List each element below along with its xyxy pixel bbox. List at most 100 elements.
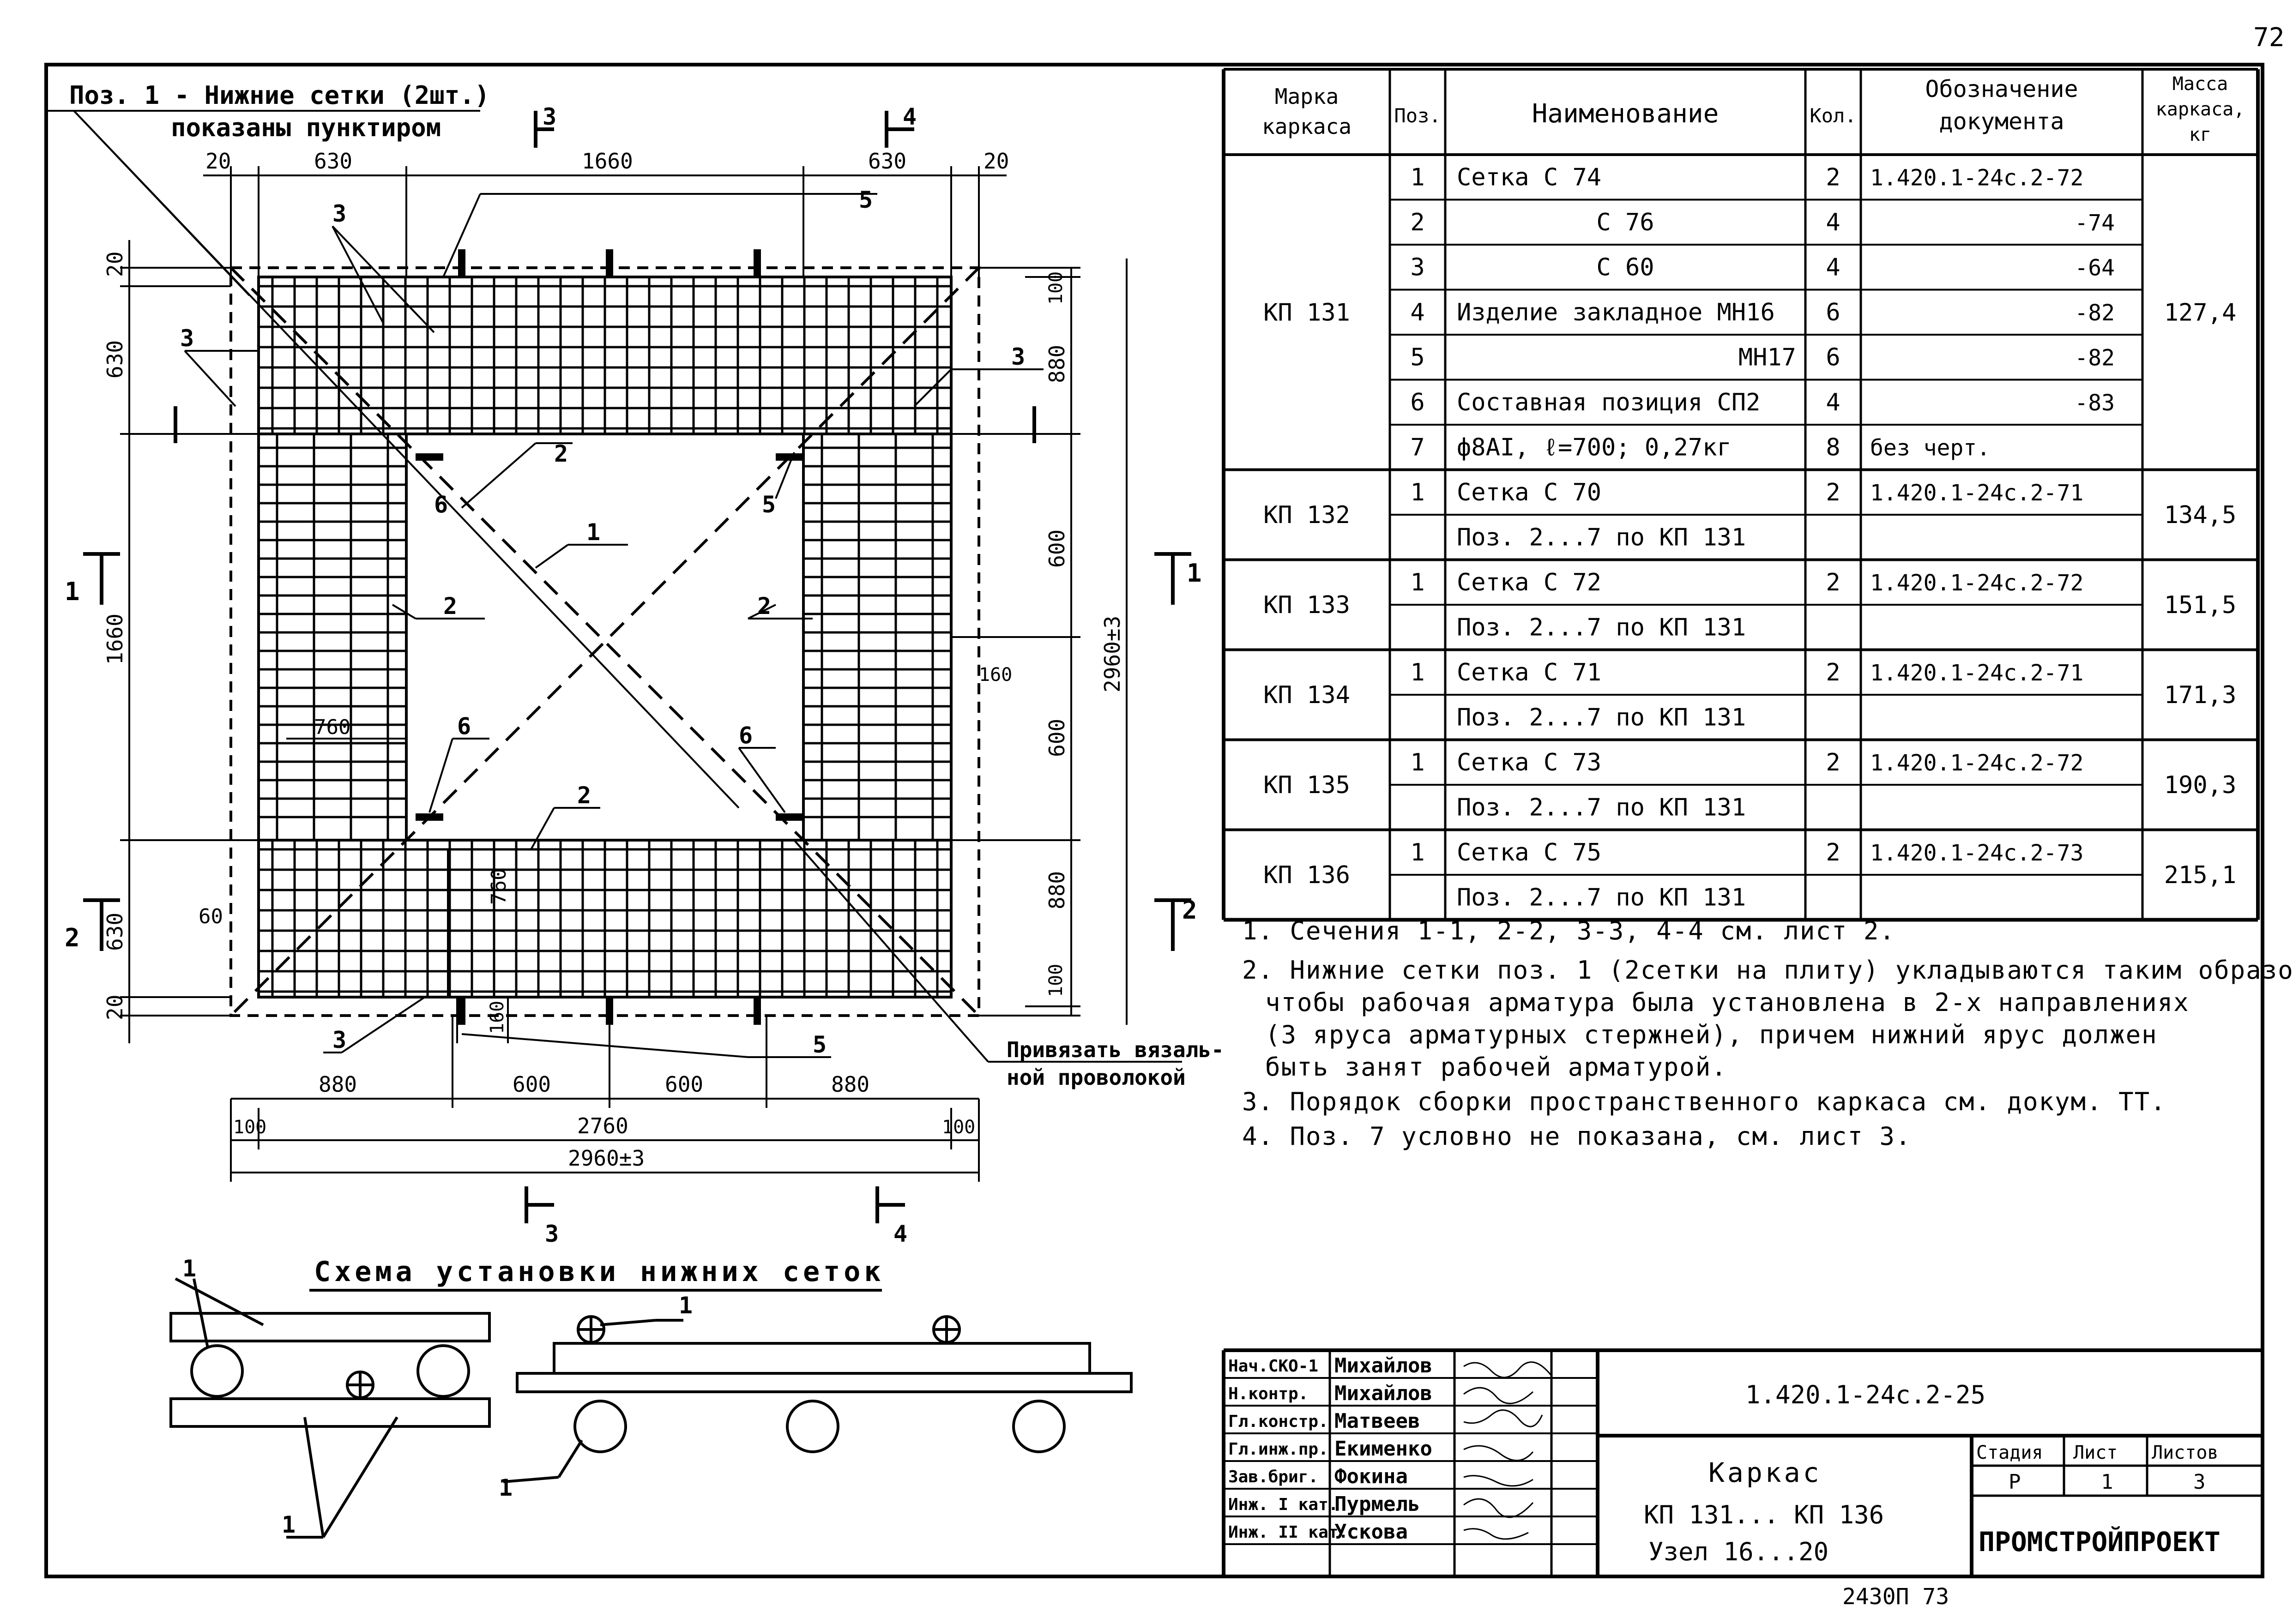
scheme-label: 1 bbox=[182, 1255, 196, 1282]
header-mass: каркаса, bbox=[2156, 99, 2245, 120]
spec-pos-cell: 1 bbox=[1410, 479, 1424, 506]
note-line: 4. Поз. 7 условно не показана, см. лист … bbox=[1242, 1122, 1911, 1151]
spec-name-cell: Сетка С 72 bbox=[1457, 569, 1601, 596]
callout-number: 1 bbox=[586, 519, 600, 546]
spec-name-cell: Поз. 2...7 по КП 131 bbox=[1457, 794, 1746, 821]
dim-bottom-mid-1: 2760 bbox=[577, 1113, 628, 1138]
spec-name-cell: Сетка С 75 bbox=[1457, 839, 1601, 866]
section-label: 2 bbox=[65, 923, 80, 952]
spec-doc-cell: -82 bbox=[2075, 300, 2115, 326]
callout-title-2: показаны пунктиром bbox=[171, 113, 441, 142]
dim-bottom-0: 880 bbox=[319, 1072, 357, 1097]
dim-top-2: 1660 bbox=[582, 149, 633, 174]
dimension-lines bbox=[120, 166, 1128, 1182]
spec-pos-cell: 2 bbox=[1410, 209, 1424, 236]
doc-code: 1.420.1-24с.2-25 bbox=[1745, 1380, 1985, 1409]
spec-qty-cell: 4 bbox=[1826, 389, 1840, 416]
note-line: 1. Сечения 1-1, 2-2, 3-3, 4-4 см. лист 2… bbox=[1242, 916, 1895, 945]
spec-mass-cell: 151,5 bbox=[2164, 591, 2237, 619]
signer-role: Гл.констр. bbox=[1228, 1412, 1328, 1431]
section-label: 4 bbox=[903, 103, 917, 130]
stage-label: Стадия bbox=[1976, 1442, 2043, 1463]
callout-number: 6 bbox=[739, 722, 753, 749]
reinforcement-plan: Поз. 1 - Нижние сетки (2шт.) показаны пу… bbox=[46, 81, 1224, 1247]
dim-left-3: 630 bbox=[103, 913, 127, 951]
general-notes: 1. Сечения 1-1, 2-2, 3-3, 4-4 см. лист 2… bbox=[1242, 916, 2293, 1151]
installation-scheme: Схема установки нижних сеток bbox=[169, 1255, 1133, 1539]
spec-doc-cell: 1.420.1-24с.2-73 bbox=[1870, 840, 2083, 866]
sheet-frame bbox=[44, 63, 2264, 1578]
signer-role: Инж. II кат. bbox=[1228, 1523, 1348, 1542]
spec-pos-cell: 6 bbox=[1410, 389, 1424, 416]
callout-number: 3 bbox=[1011, 343, 1025, 370]
header-mark: каркаса bbox=[1262, 114, 1352, 139]
signer-role: Зав.бриг. bbox=[1228, 1468, 1318, 1486]
signer-name: Екименко bbox=[1334, 1437, 1432, 1461]
section-label: 2 bbox=[1182, 896, 1197, 925]
spec-mass-cell: 127,4 bbox=[2164, 299, 2237, 326]
spec-name-cell: С 76 bbox=[1596, 209, 1654, 236]
callout-number: 5 bbox=[813, 1031, 827, 1058]
spec-name-cell: Поз. 2...7 по КП 131 bbox=[1457, 884, 1746, 911]
spec-mark-cell: КП 131 bbox=[1263, 299, 1350, 326]
signer-role: Н.контр. bbox=[1228, 1384, 1308, 1403]
spec-name-cell: С 60 bbox=[1596, 253, 1654, 281]
spec-pos-cell: 1 bbox=[1410, 569, 1424, 596]
callout-number: 3 bbox=[332, 1027, 346, 1053]
dim-right-3: 600 bbox=[1044, 719, 1069, 757]
dim-bottom-1: 600 bbox=[513, 1072, 551, 1097]
section-label: 3 bbox=[543, 103, 556, 130]
spec-name-cell: МН17 bbox=[1738, 343, 1796, 371]
note-line: (3 яруса арматурных стержней), причем ни… bbox=[1265, 1020, 2158, 1049]
spec-mass-cell: 171,3 bbox=[2164, 681, 2237, 709]
header-doc: Обозначение bbox=[1925, 76, 2078, 102]
callout-number: 2 bbox=[443, 593, 457, 620]
spec-mark-cell: КП 135 bbox=[1263, 771, 1350, 799]
dim-left-0: 20 bbox=[103, 252, 127, 277]
spec-doc-cell: 1.420.1-24с.2-71 bbox=[1870, 660, 2083, 686]
dim-bottom-total: 2960±3 bbox=[568, 1146, 645, 1171]
spec-doc-cell: -64 bbox=[2075, 255, 2115, 281]
header-doc: документа bbox=[1939, 108, 2064, 135]
spec-name-cell: Сетка С 73 bbox=[1457, 749, 1601, 776]
callout-number: 2 bbox=[554, 440, 568, 467]
spec-qty-cell: 2 bbox=[1826, 163, 1840, 191]
note-line: чтобы рабочая арматура была установлена … bbox=[1265, 988, 2190, 1017]
spec-pos-cell: 1 bbox=[1410, 839, 1424, 866]
page-number: 72 bbox=[2253, 23, 2284, 53]
scheme-label: 1 bbox=[679, 1292, 693, 1319]
spec-doc-cell: без черт. bbox=[1870, 435, 1990, 461]
spec-qty-cell: 4 bbox=[1826, 209, 1840, 236]
spec-qty-cell: 8 bbox=[1826, 433, 1840, 461]
spec-qty-cell: 2 bbox=[1826, 839, 1840, 866]
callout-number: 3 bbox=[180, 325, 194, 352]
header-pos: Поз. bbox=[1394, 104, 1441, 127]
section-label: 1 bbox=[65, 577, 80, 606]
callout-title-1: Поз. 1 - Нижние сетки (2шт.) bbox=[69, 81, 489, 110]
callout-number: 3 bbox=[332, 200, 346, 227]
signer-role: Нач.СКО-1 bbox=[1228, 1357, 1318, 1376]
dim-bottom-mid-0: 100 bbox=[233, 1117, 266, 1138]
spec-qty-cell: 2 bbox=[1826, 479, 1840, 506]
rebar-lines bbox=[259, 277, 951, 997]
note-line: 2. Нижние сетки поз. 1 (2сетки на плиту)… bbox=[1242, 956, 2293, 985]
spec-doc-cell: -83 bbox=[2075, 390, 2115, 416]
spec-doc-cell: -74 bbox=[2075, 210, 2115, 236]
signer-name: Матвеев bbox=[1334, 1409, 1420, 1433]
spec-name-cell: Поз. 2...7 по КП 131 bbox=[1457, 704, 1746, 731]
dim-inner-2: 60 bbox=[199, 905, 223, 928]
dim-top-4: 20 bbox=[984, 149, 1009, 174]
spec-name-cell: Изделие закладное МН16 bbox=[1457, 299, 1775, 326]
dim-bottom-3: 880 bbox=[831, 1072, 869, 1097]
spec-qty-cell: 6 bbox=[1826, 299, 1840, 326]
callout-number: 2 bbox=[757, 593, 771, 620]
section-label: 4 bbox=[893, 1221, 907, 1247]
callout-number: 2 bbox=[577, 782, 591, 809]
spec-qty-cell: 6 bbox=[1826, 343, 1840, 371]
spec-doc-cell: 1.420.1-24с.2-72 bbox=[1870, 750, 2083, 776]
signer-name: Михайлов bbox=[1334, 1382, 1432, 1405]
spec-qty-cell: 2 bbox=[1826, 749, 1840, 776]
spec-name-cell: Сетка С 71 bbox=[1457, 659, 1601, 686]
header-mark: Марка bbox=[1275, 84, 1339, 109]
